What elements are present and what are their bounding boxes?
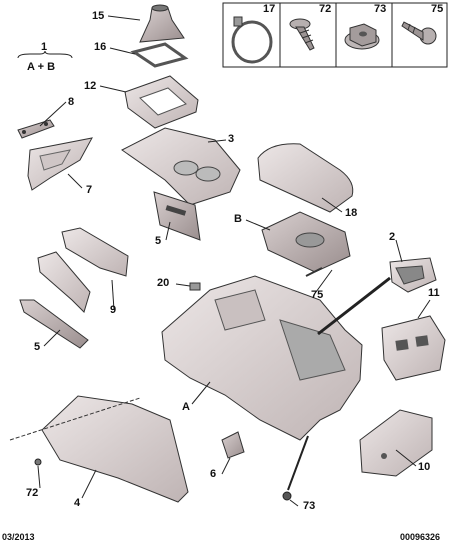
cup-holder-trim-part: [121, 127, 241, 206]
callout-12: 12: [84, 80, 97, 92]
callout-6: 6: [210, 468, 217, 480]
rear-lower-panel-part: [359, 409, 433, 477]
footer-reference: 00096326: [400, 532, 441, 542]
screw-with-washer-icon: [289, 18, 315, 51]
callout-15: 15: [92, 10, 105, 22]
lower-side-panel-part: [19, 299, 89, 349]
cable-tie-ring-icon: [231, 16, 273, 64]
small-bracket-part: [17, 119, 55, 139]
callout-73: 73: [303, 500, 316, 512]
gear-boot-part: [139, 4, 185, 43]
callout-3: 3: [228, 133, 235, 145]
callout-75: 75: [311, 289, 324, 301]
console-fasteners: [34, 267, 323, 501]
callout-18: 18: [345, 207, 358, 219]
air-duct-parts: [37, 227, 129, 313]
callout-7: 7: [86, 184, 93, 196]
kit-legend-bracket: [17, 50, 73, 59]
callout-A: A: [182, 401, 190, 413]
rear-bracket-part: [389, 257, 437, 293]
callout-72: 72: [26, 487, 39, 499]
kit-legend-number: 1: [41, 41, 48, 53]
main-console-part: [161, 275, 363, 441]
callout-9: 9: [110, 304, 117, 316]
inset-label-17: 17: [263, 3, 276, 15]
rear-vent-panel-part: [381, 315, 446, 381]
armrest-lid-part: [257, 143, 354, 213]
tapping-screw-icon: [401, 21, 437, 45]
gear-trim-frame-part: [124, 75, 199, 129]
nut-icon: [344, 23, 380, 50]
callout-11: 11: [428, 287, 440, 299]
small-cover-part: [221, 431, 245, 459]
front-side-panel-part: [27, 137, 93, 191]
callout-20: 20: [157, 277, 170, 289]
inset-label-72: 72: [319, 3, 332, 15]
armrest-base-part: [261, 211, 351, 273]
boot-ring-part: [130, 42, 189, 68]
callout-4: 4: [74, 497, 81, 509]
callout-8: 8: [68, 96, 75, 108]
switch-panel-part: [153, 191, 201, 241]
callout-10: 10: [418, 461, 431, 473]
leader-lines: [37, 15, 431, 507]
callout-16: 16: [94, 41, 107, 53]
inset-box: [222, 2, 448, 68]
callout-5-upper: 5: [155, 235, 162, 247]
callout-B: B: [234, 213, 242, 225]
inset-label-75: 75: [431, 3, 444, 15]
cable-strap: [317, 276, 391, 336]
kit-legend-parts: A + B: [27, 61, 56, 73]
large-side-panel-part: [9, 395, 189, 503]
callout-5-lower: 5: [34, 341, 41, 353]
footer-date: 03/2013: [2, 532, 35, 542]
clip-part: [189, 282, 201, 291]
callout-2: 2: [389, 231, 396, 243]
inset-label-73: 73: [374, 3, 387, 15]
